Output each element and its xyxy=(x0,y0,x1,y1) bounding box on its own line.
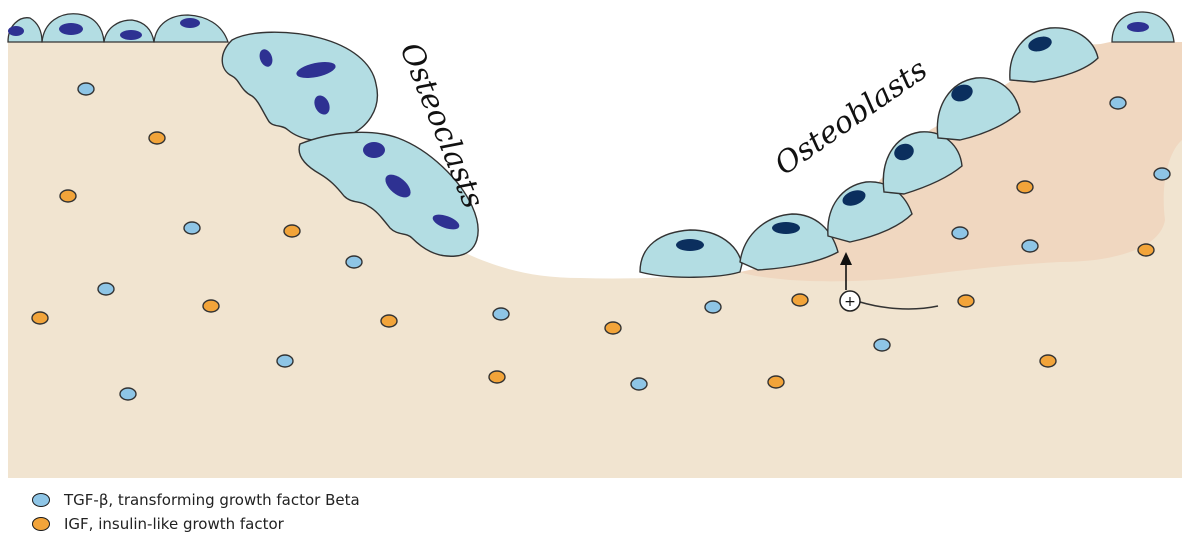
igf-particle xyxy=(489,371,505,383)
igf-particle xyxy=(60,190,76,202)
lining-cells-right xyxy=(1112,12,1174,42)
tgf-beta-particle xyxy=(952,227,968,239)
igf-particle xyxy=(1138,244,1154,256)
legend-label-igf: IGF, insulin-like growth factor xyxy=(64,515,284,533)
igf-particle xyxy=(149,132,165,144)
blue-circle-icon xyxy=(32,493,50,507)
tgf-beta-particle xyxy=(78,83,94,95)
tgf-beta-particle xyxy=(705,301,721,313)
orange-circle-icon xyxy=(32,517,50,531)
tgf-beta-particle xyxy=(631,378,647,390)
tgf-beta-particle xyxy=(184,222,200,234)
igf-particle xyxy=(792,294,808,306)
tgf-beta-particle xyxy=(1154,168,1170,180)
legend: TGF-β, transforming growth factor Beta I… xyxy=(32,488,360,536)
tgf-beta-particle xyxy=(1110,97,1126,109)
tgf-beta-particle xyxy=(874,339,890,351)
tgf-beta-particle xyxy=(346,256,362,268)
igf-particle xyxy=(958,295,974,307)
legend-label-tgf-beta: TGF-β, transforming growth factor Beta xyxy=(64,491,360,509)
tgf-beta-particle xyxy=(1022,240,1038,252)
tgf-beta-particle xyxy=(277,355,293,367)
igf-particle xyxy=(1040,355,1056,367)
legend-item-igf: IGF, insulin-like growth factor xyxy=(32,512,360,536)
igf-particle xyxy=(768,376,784,388)
igf-particle xyxy=(605,322,621,334)
igf-particle xyxy=(1017,181,1033,193)
igf-particle xyxy=(32,312,48,324)
tgf-beta-particle xyxy=(120,388,136,400)
legend-item-tgf-beta: TGF-β, transforming growth factor Beta xyxy=(32,488,360,512)
igf-particle xyxy=(284,225,300,237)
tgf-beta-particle xyxy=(98,283,114,295)
tgf-beta-particle xyxy=(493,308,509,320)
igf-particle xyxy=(381,315,397,327)
lining-cells-left xyxy=(8,14,228,42)
igf-particle xyxy=(203,300,219,312)
plus-sign: + xyxy=(844,294,856,310)
